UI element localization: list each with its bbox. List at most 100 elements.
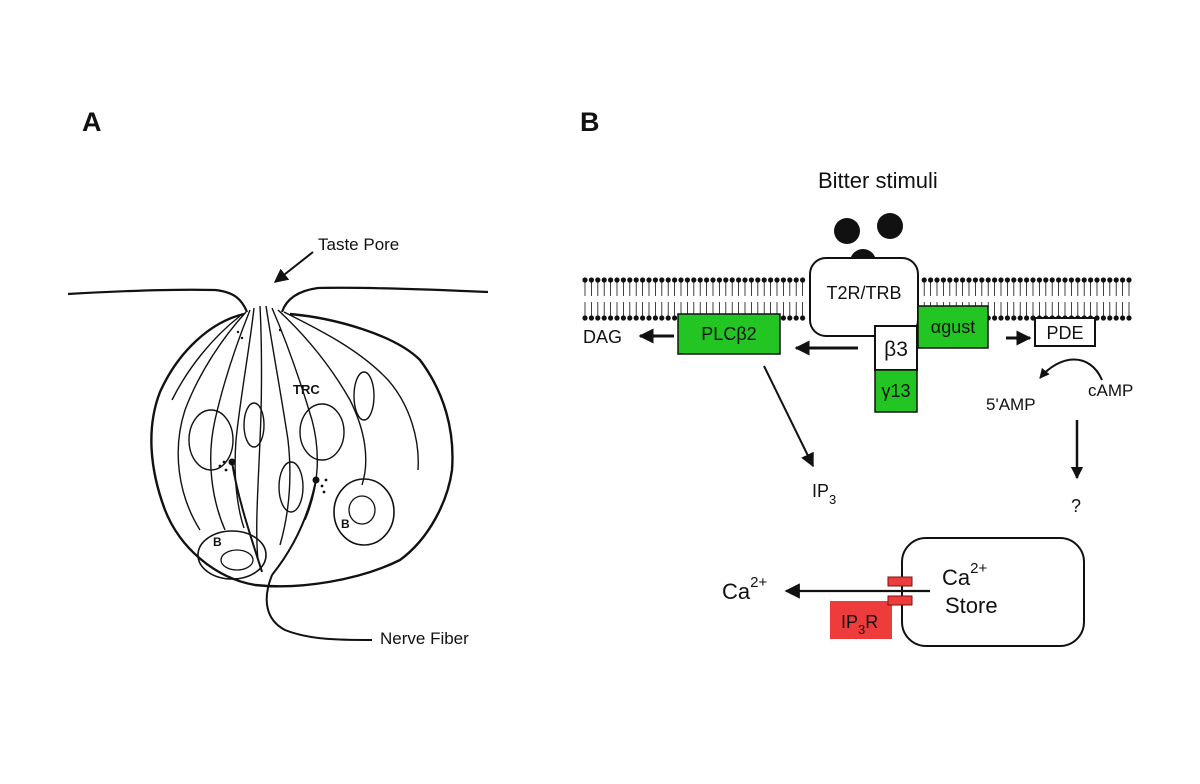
amp-label: 5'AMP — [986, 395, 1036, 414]
camp-label: cAMP — [1088, 381, 1133, 400]
lipid-head-outer — [646, 277, 652, 283]
unknown-label: ? — [1071, 496, 1081, 516]
lipid-head-outer — [582, 277, 588, 283]
lipid-head-outer — [1017, 277, 1023, 283]
lipid-head-inner — [582, 315, 588, 321]
ip3-sub: 3 — [829, 492, 836, 507]
lipid-head-inner — [652, 315, 659, 321]
lipid-head-outer — [780, 277, 787, 283]
lipid-head-outer — [761, 277, 767, 283]
lipid-head-outer — [947, 277, 953, 283]
lipid-head-inner — [672, 315, 678, 321]
lipid-head-outer — [985, 277, 991, 283]
ca-out-sup: 2+ — [750, 574, 767, 591]
synapse-dot-right — [312, 476, 320, 484]
lipid-head-inner — [665, 315, 671, 321]
lipid-head-outer — [678, 277, 684, 283]
lipid-head-outer — [793, 277, 799, 283]
lipid-head-inner — [787, 315, 793, 321]
lipid-head-outer — [672, 277, 678, 283]
lipid-head-outer — [736, 277, 742, 283]
lipid-head-outer — [1062, 277, 1068, 283]
lipid-head-outer — [697, 277, 703, 283]
lipid-head-inner — [1004, 315, 1011, 321]
lipid-head-outer — [1004, 277, 1011, 283]
lipid-head-inner — [659, 315, 665, 321]
basal-cell-right-nucleus — [348, 495, 376, 525]
lipid-head-outer — [966, 277, 972, 283]
lipid-head-outer — [652, 277, 659, 283]
lipid-head-outer — [742, 277, 748, 283]
panel-b: B Bitter stimuli T2R/TRB αgust β3 γ13 PL… — [580, 107, 1133, 647]
basal-cell-right — [333, 478, 395, 546]
lipid-head-outer — [1094, 277, 1100, 283]
stimulus-label: Bitter stimuli — [818, 168, 938, 193]
ip3r-box — [830, 601, 892, 639]
lipid-head-outer — [723, 277, 729, 283]
lipid-head-inner — [614, 315, 620, 321]
lipid-head-outer — [928, 277, 934, 283]
lipid-head-inner — [633, 315, 639, 321]
ip3r-end: R — [865, 612, 878, 632]
ca-out-main: Ca — [722, 579, 751, 604]
lipid-head-outer — [665, 277, 671, 283]
lipid-head-inner — [998, 315, 1004, 321]
lipid-head-inner — [1113, 315, 1119, 321]
lipid-head-outer — [940, 277, 947, 283]
alpha-gustducin-box — [917, 305, 989, 349]
lipid-head-outer — [640, 277, 646, 283]
lipid-head-inner — [608, 315, 614, 321]
lipid-head-outer — [960, 277, 966, 283]
beta3-label: β3 — [884, 338, 908, 361]
lipid-head-outer — [748, 277, 755, 283]
panel-a-letter: A — [82, 107, 102, 137]
lipid-head-outer — [601, 277, 607, 283]
lipid-head-outer — [774, 277, 780, 283]
lipid-head-outer — [1030, 277, 1036, 283]
ip3r-sub: 3 — [858, 622, 865, 637]
lipid-head-outer — [1068, 277, 1074, 283]
plc-beta2-label: PLCβ2 — [701, 324, 756, 344]
gamma13-box — [874, 369, 918, 413]
lipid-head-outer — [588, 277, 595, 283]
panel-b-letter: B — [580, 107, 600, 137]
lipid-head-outer — [627, 277, 633, 283]
ip3r-label: IP3R — [841, 612, 878, 637]
lipid-head-inner — [620, 315, 627, 321]
ip3r-channel-top — [887, 576, 913, 587]
lipid-head-inner — [1100, 315, 1106, 321]
panel-a: A Taste Pore TRC — [67, 107, 489, 648]
lipid-head-outer — [691, 277, 697, 283]
store-ca-sup: 2+ — [970, 560, 987, 577]
lipid-head-inner — [780, 315, 787, 321]
ip3-label: IP3 — [812, 481, 836, 507]
lipid-head-outer — [608, 277, 614, 283]
lipid-head-outer — [787, 277, 793, 283]
nerve-fiber-paths — [231, 461, 373, 641]
lipid-head-inner — [627, 315, 633, 321]
store-label: Store — [945, 593, 998, 618]
pde-box — [1034, 317, 1096, 347]
ip3r-main: IP — [841, 612, 858, 632]
lipid-head-outer — [614, 277, 620, 283]
lipid-head-inner — [595, 315, 601, 321]
lipid-head-inner — [1126, 315, 1132, 321]
lipid-head-outer — [595, 277, 601, 283]
receptor-label: T2R/TRB — [826, 283, 901, 303]
lipid-head-outer — [1036, 277, 1042, 283]
dag-label: DAG — [583, 327, 622, 347]
lipid-head-outer — [953, 277, 959, 283]
lipid-head-outer — [1120, 277, 1126, 283]
lipid-head-inner — [793, 315, 799, 321]
lipid-head-outer — [1088, 277, 1094, 283]
ip3r-channel-bottom — [887, 595, 913, 606]
taste-pore-arrow — [273, 251, 314, 283]
lipid-head-outer — [992, 277, 998, 283]
camp-to-amp-arrow — [1039, 358, 1103, 381]
lipid-head-inner — [1017, 315, 1023, 321]
lipid-head-inner — [1120, 315, 1126, 321]
store-ca-label: Ca2+ — [942, 560, 987, 590]
lipid-head-outer — [800, 277, 806, 283]
lipid-head-outer — [998, 277, 1004, 283]
